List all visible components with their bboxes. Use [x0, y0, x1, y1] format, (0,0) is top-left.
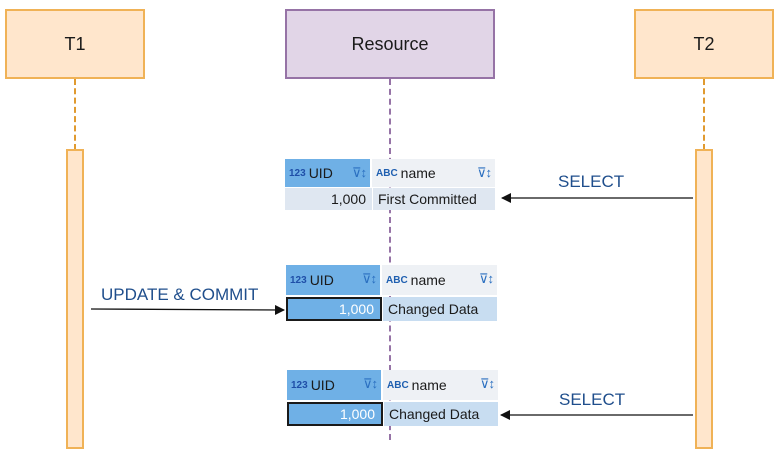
- result-grid-first: 123 UID ⊽↕ ABC name ⊽↕ 1,000 First Commi…: [285, 159, 495, 211]
- t2-label: T2: [693, 33, 715, 54]
- uid-column-header: 123 UID ⊽↕: [287, 370, 383, 400]
- numeric-type-icon: 123: [290, 274, 307, 286]
- filter-sort-icon: ⊽↕: [361, 271, 377, 286]
- name-cell: Changed Data: [383, 297, 497, 321]
- filter-sort-icon: ⊽↕: [362, 376, 378, 391]
- resource-label: Resource: [351, 33, 429, 54]
- filter-sort-icon: ⊽↕: [351, 165, 367, 180]
- uid-column-header: 123 UID ⊽↕: [286, 265, 382, 295]
- text-type-icon: ABC: [386, 274, 408, 286]
- t1-lane-box: T1: [5, 9, 145, 79]
- t2-lane-box: T2: [634, 9, 774, 79]
- select-label-second: SELECT: [559, 390, 626, 409]
- uid-cell: 1,000: [287, 402, 383, 426]
- numeric-type-icon: 123: [291, 379, 308, 391]
- t1-lifeline: [74, 79, 76, 150]
- update-commit-label: UPDATE & COMMIT: [101, 285, 259, 304]
- name-column-header: ABC name ⊽↕: [372, 159, 495, 187]
- name-cell: Changed Data: [384, 402, 498, 426]
- filter-sort-icon: ⊽↕: [476, 165, 492, 180]
- t2-lifeline: [703, 79, 705, 150]
- filter-sort-icon: ⊽↕: [478, 271, 494, 286]
- resource-lane-box: Resource: [285, 9, 495, 79]
- uid-column-header: 123 UID ⊽↕: [285, 159, 372, 187]
- select-label-first: SELECT: [558, 172, 625, 191]
- t1-activation-bar: [66, 149, 84, 449]
- resource-lifeline: [389, 79, 391, 440]
- text-type-icon: ABC: [376, 167, 398, 179]
- numeric-type-icon: 123: [289, 167, 306, 179]
- name-column-header: ABC name ⊽↕: [383, 370, 498, 400]
- result-grid-second: 123 UID ⊽↕ ABC name ⊽↕ 1,000 Changed Dat…: [286, 265, 497, 323]
- result-grid-third: 123 UID ⊽↕ ABC name ⊽↕ 1,000 Changed Dat…: [287, 370, 498, 428]
- name-cell: First Committed: [373, 188, 495, 210]
- t2-activation-bar: [695, 149, 713, 449]
- t1-label: T1: [64, 33, 86, 54]
- uid-cell: 1,000: [285, 188, 372, 210]
- filter-sort-icon: ⊽↕: [479, 376, 495, 391]
- name-column-header: ABC name ⊽↕: [382, 265, 497, 295]
- text-type-icon: ABC: [387, 379, 409, 391]
- update-commit-arrow: [90, 304, 285, 315]
- uid-cell: 1,000: [286, 297, 382, 321]
